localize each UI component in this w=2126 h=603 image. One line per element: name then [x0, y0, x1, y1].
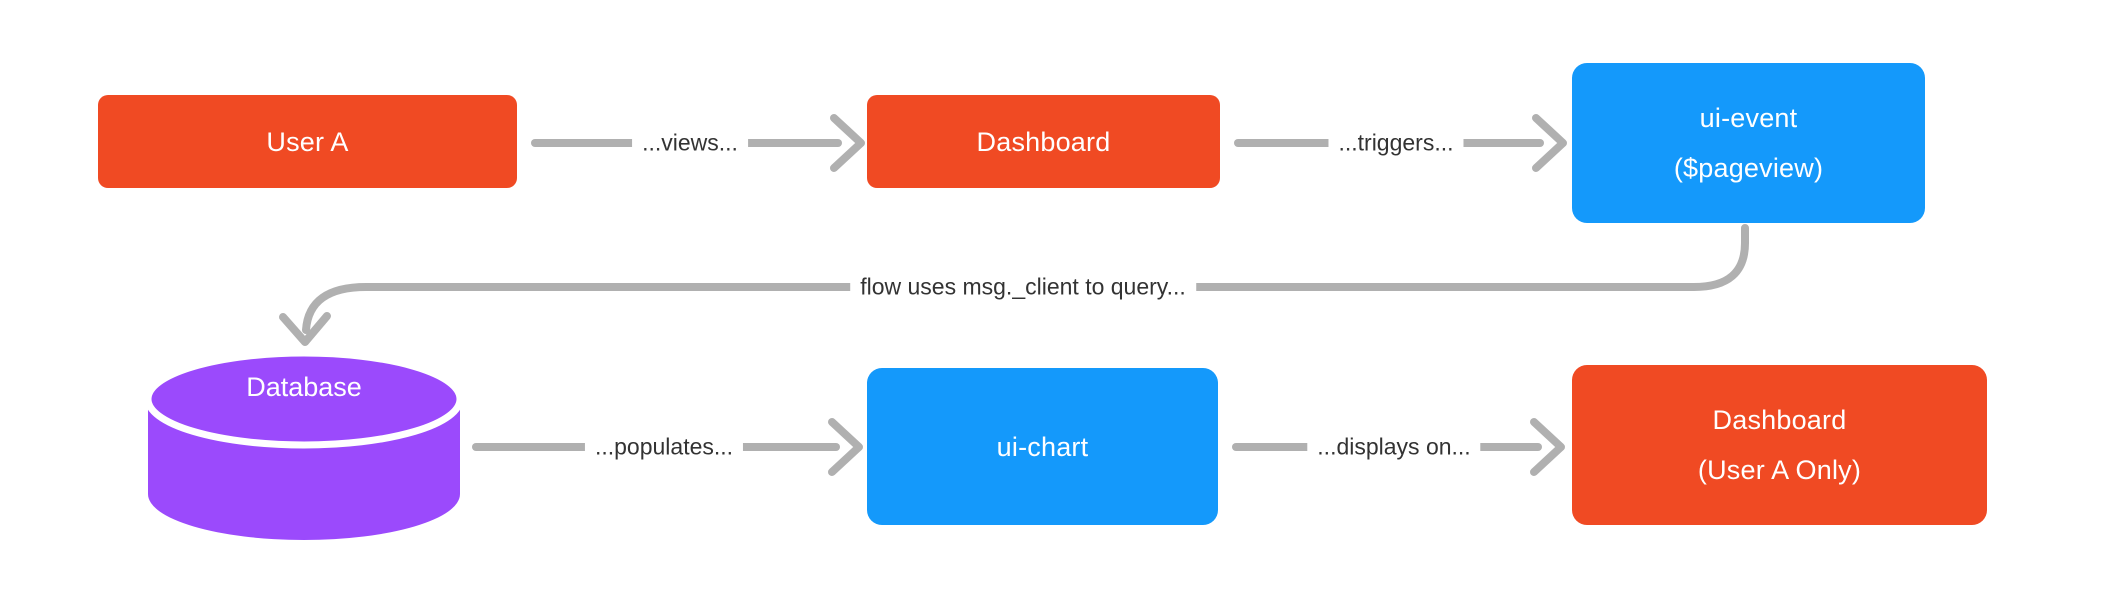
node-sublabel: (User A Only): [1697, 455, 1862, 485]
node-dashboard-user-a-only: Dashboard (User A Only): [1572, 365, 1987, 525]
node-label: User A: [266, 126, 349, 157]
edge-label-displays: ...displays on...: [1307, 431, 1481, 463]
arrowhead-right-icon: [830, 114, 865, 172]
arrowhead-right-icon: [1532, 114, 1567, 172]
node-database-label: Database: [246, 372, 362, 402]
edge-label-populates: ...populates...: [584, 431, 744, 463]
edge-label-query: flow uses msg._client to query...: [850, 271, 1196, 303]
edge-label-views: ...views...: [632, 127, 748, 159]
node-label: ui-chart: [996, 431, 1089, 462]
node-sublabel: ($pageview): [1673, 153, 1824, 183]
database-cylinder-icon: [144, 349, 464, 540]
arrowhead-right-icon: [828, 418, 863, 476]
node-user-a: User A: [98, 95, 517, 188]
node-ui-chart: ui-chart: [867, 368, 1218, 525]
node-label: Dashboard: [1712, 405, 1847, 435]
node-label: Dashboard: [976, 126, 1111, 157]
node-ui-event: ui-event ($pageview): [1572, 63, 1925, 223]
node-label: ui-event: [1699, 103, 1798, 133]
arrowhead-down-icon: [279, 312, 331, 346]
arrowhead-right-icon: [1530, 418, 1565, 476]
edge-label-triggers: ...triggers...: [1328, 127, 1464, 159]
node-dashboard: Dashboard: [867, 95, 1220, 188]
arrow-ui-event-to-database: [279, 224, 1749, 346]
